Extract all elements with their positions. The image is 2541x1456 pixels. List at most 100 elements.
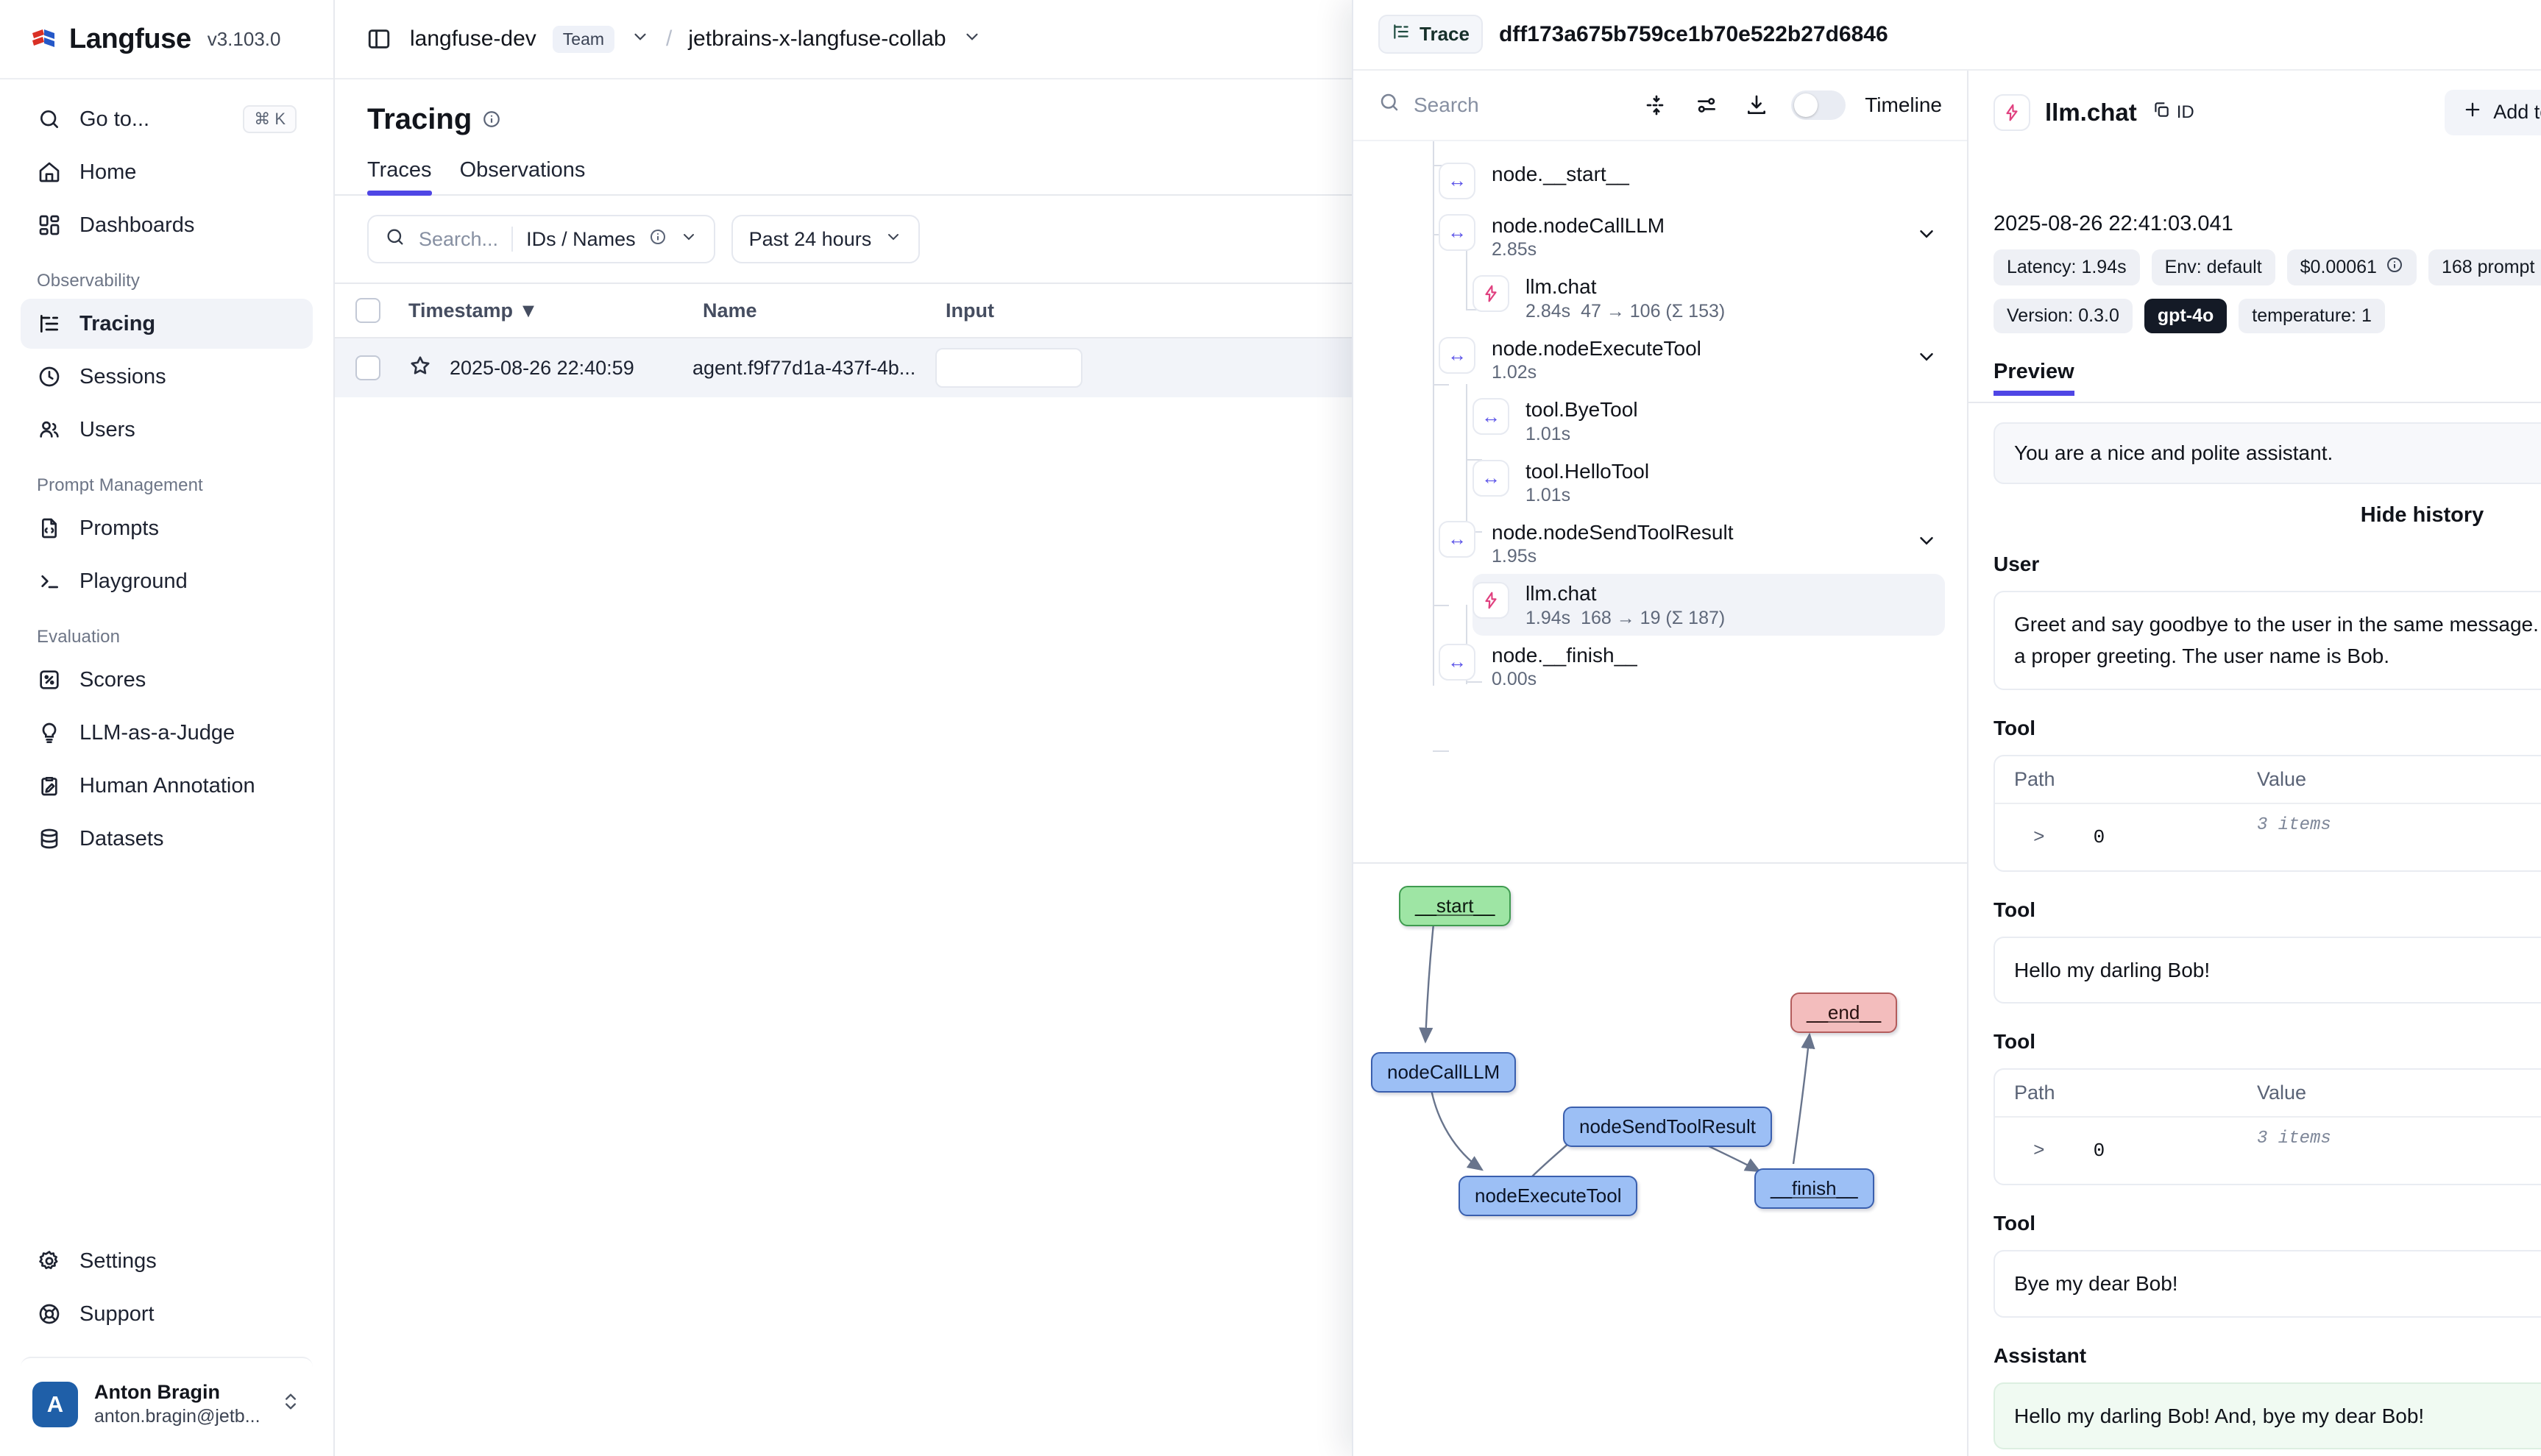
column-header-name[interactable]: Name bbox=[703, 299, 757, 322]
trace-type-chip[interactable]: Trace bbox=[1378, 15, 1483, 54]
user-menu[interactable]: A Anton Bragin anton.bragin@jetb... bbox=[21, 1357, 313, 1438]
terminal-icon bbox=[37, 569, 62, 594]
search-placeholder: Search... bbox=[419, 227, 499, 250]
sidebar-item-goto[interactable]: Go to... ⌘ K bbox=[21, 94, 313, 144]
sidebar-item-llm-as-a-judge[interactable]: LLM-as-a-Judge bbox=[21, 708, 313, 758]
tree-connector bbox=[1466, 458, 1482, 461]
copy-id-button[interactable]: ID bbox=[2152, 100, 2194, 124]
tree-node-hellotool[interactable]: ↔ tool.HelloTool 1.01s bbox=[1472, 452, 1957, 513]
tree-node-meta: 1.94s 168 → 19 (Σ 187) bbox=[1525, 607, 1726, 628]
sidebar-item-dashboards[interactable]: Dashboards bbox=[21, 200, 313, 250]
message-role: Tool bbox=[1994, 1030, 2036, 1054]
info-icon[interactable] bbox=[649, 228, 667, 251]
chevron-down-icon[interactable] bbox=[1916, 530, 1957, 557]
sliders-icon[interactable] bbox=[1691, 90, 1722, 121]
temperature-badge: temperature: 1 bbox=[2239, 298, 2385, 333]
breadcrumb-org[interactable]: langfuse-dev bbox=[410, 26, 536, 51]
graph-node-start[interactable]: __start__ bbox=[1399, 885, 1512, 926]
breadcrumb-separator: / bbox=[666, 26, 673, 51]
observation-badges: Latency: 1.94s Env: default $0.00061 168… bbox=[1968, 236, 2541, 285]
sidebar-item-playground[interactable]: Playground bbox=[21, 556, 313, 606]
percent-square-icon bbox=[37, 667, 62, 692]
kv-path-cell: > 0 bbox=[1995, 804, 2238, 870]
graph-node-nodesendtoolresult[interactable]: nodeSendToolResult bbox=[1563, 1106, 1772, 1147]
tab-traces[interactable]: Traces bbox=[367, 158, 432, 196]
hide-history-button[interactable]: Hide history bbox=[2360, 503, 2484, 527]
message-header-tool-2: Tool bbox=[1994, 887, 2541, 937]
sidebar-item-tracing[interactable]: Tracing bbox=[21, 299, 313, 349]
tree-search-placeholder: Search bbox=[1414, 93, 1479, 116]
tree-node-nodesendtoolresult[interactable]: ↔ node.nodeSendToolResult 1.95s bbox=[1439, 513, 1957, 574]
sidebar-item-scores[interactable]: Scores bbox=[21, 655, 313, 705]
sidebar: Langfuse v3.103.0 Go to... ⌘ K Home bbox=[0, 0, 335, 1456]
add-to-datasets-button[interactable]: Add to datasets bbox=[2445, 89, 2541, 135]
tree-node-finish[interactable]: ↔ node.__finish__ 0.00s bbox=[1439, 636, 1957, 697]
search-icon bbox=[1378, 91, 1400, 118]
kv-table-row[interactable]: > 0 3 items bbox=[1995, 802, 2541, 870]
gear-icon bbox=[37, 1249, 62, 1274]
tree-node-byetool[interactable]: ↔ tool.ByeTool 1.01s bbox=[1472, 390, 1957, 451]
star-icon[interactable] bbox=[408, 354, 432, 383]
sidebar-item-sessions[interactable]: Sessions bbox=[21, 352, 313, 402]
graph-node-nodeexecutetool[interactable]: nodeExecuteTool bbox=[1459, 1175, 1638, 1216]
message-role: Tool bbox=[1994, 1212, 2036, 1235]
trace-chip-label: Trace bbox=[1420, 23, 1470, 46]
expand-caret-icon[interactable]: > bbox=[2033, 1140, 2045, 1162]
sidebar-item-users[interactable]: Users bbox=[21, 405, 313, 455]
chevron-down-icon[interactable] bbox=[1916, 346, 1957, 373]
sidebar-item-home[interactable]: Home bbox=[21, 147, 313, 197]
search-input[interactable]: Search... IDs / Names bbox=[367, 215, 715, 263]
breadcrumb-project[interactable]: jetbrains-x-langfuse-collab bbox=[688, 26, 946, 51]
tracing-icon bbox=[1392, 22, 1411, 46]
tab-observations[interactable]: Observations bbox=[459, 158, 586, 182]
panel-left-icon[interactable] bbox=[364, 24, 394, 54]
tree-node-llm-chat-2[interactable]: llm.chat 1.94s 168 → 19 (Σ 187) bbox=[1472, 574, 1945, 636]
sidebar-item-settings[interactable]: Settings bbox=[21, 1236, 313, 1286]
chevron-down-icon[interactable] bbox=[963, 27, 982, 52]
sidebar-item-support[interactable]: Support bbox=[21, 1289, 313, 1339]
sidebar-item-human-annotation[interactable]: Human Annotation bbox=[21, 761, 313, 811]
tree-node-llm-chat-1[interactable]: llm.chat 2.84s 47 → 106 (Σ 153) bbox=[1472, 267, 1957, 328]
graph-node-finish[interactable]: __finish__ bbox=[1754, 1168, 1874, 1209]
sidebar-item-datasets[interactable]: Datasets bbox=[21, 814, 313, 864]
main-content: langfuse-dev Team / jetbrains-x-langfuse… bbox=[335, 0, 2541, 1456]
message-role: User bbox=[1994, 552, 2040, 575]
langfuse-logo-icon bbox=[29, 26, 57, 52]
tree-node-nodeexecutetool[interactable]: ↔ node.nodeExecuteTool 1.02s bbox=[1439, 329, 1957, 390]
row-checkbox[interactable] bbox=[355, 355, 380, 380]
tree-node-nodecallllm[interactable]: ↔ node.nodeCallLLM 2.85s bbox=[1439, 206, 1957, 267]
graph-node-nodecallllm[interactable]: nodeCallLLM bbox=[1371, 1051, 1517, 1093]
tokens-badge: 168 prompt → 19 completion (Σ 187) bbox=[2428, 249, 2541, 285]
message-header-tool-4: Tool bbox=[1994, 1200, 2541, 1250]
chevron-down-icon[interactable] bbox=[1916, 223, 1957, 250]
select-all-checkbox[interactable] bbox=[355, 298, 380, 323]
chevron-down-icon[interactable] bbox=[631, 27, 650, 52]
column-header-input[interactable]: Input bbox=[946, 299, 994, 322]
sidebar-section-prompt-management: Prompt Management bbox=[37, 475, 203, 495]
expand-caret-icon[interactable]: > bbox=[2033, 825, 2045, 848]
time-range-value: Past 24 hours bbox=[748, 227, 872, 250]
chevron-down-icon bbox=[885, 228, 902, 251]
chevron-down-icon[interactable] bbox=[680, 228, 698, 251]
info-icon[interactable] bbox=[2386, 256, 2403, 279]
kv-table-row[interactable]: > 0 3 items bbox=[1995, 1116, 2541, 1184]
download-icon[interactable] bbox=[1741, 90, 1772, 121]
brand[interactable]: Langfuse v3.103.0 bbox=[0, 0, 333, 79]
span-icon: ↔ bbox=[1472, 459, 1509, 497]
timeline-toggle[interactable] bbox=[1791, 90, 1846, 120]
tree-node-label: node.__start__ bbox=[1492, 162, 1629, 185]
sidebar-item-prompts[interactable]: Prompts bbox=[21, 503, 313, 553]
tree-search-input[interactable]: Search bbox=[1378, 91, 1622, 118]
column-header-timestamp[interactable]: Timestamp ▼ bbox=[408, 299, 539, 322]
tab-preview[interactable]: Preview bbox=[1994, 360, 2074, 396]
time-range-select[interactable]: Past 24 hours bbox=[731, 215, 921, 263]
agent-graph[interactable]: __start__ nodeCallLLM nodeExecuteTool no… bbox=[1353, 862, 1967, 1377]
trace-detail-overlay: Trace dff173a675b759ce1b70e522b27d6846 bbox=[1352, 0, 2541, 1456]
span-icon: ↔ bbox=[1439, 162, 1475, 199]
tree-node-start[interactable]: ↔ node.__start__ bbox=[1439, 155, 1957, 206]
info-icon[interactable] bbox=[482, 103, 501, 136]
graph-node-end[interactable]: __end__ bbox=[1790, 992, 1898, 1033]
kv-value-cell: 3 items bbox=[2257, 1129, 2331, 1149]
collapse-rows-icon[interactable] bbox=[1641, 90, 1672, 121]
